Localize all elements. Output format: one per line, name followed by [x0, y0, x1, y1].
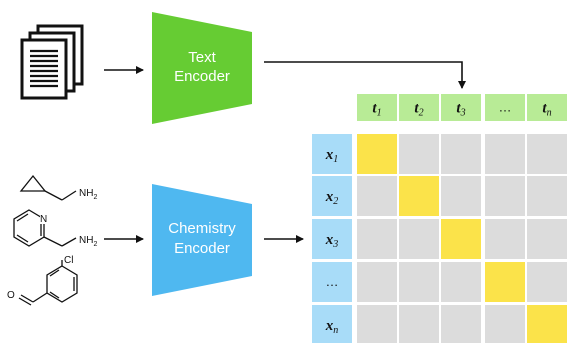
chlorine-label: Cl	[64, 255, 73, 266]
column-label-1: t1	[372, 101, 381, 119]
matrix-cell-diagonal	[527, 305, 567, 343]
matrix-cell	[485, 305, 525, 343]
matrix-cell	[357, 262, 397, 302]
matrix-cell	[441, 176, 481, 216]
matrix-cell-diagonal	[399, 176, 439, 216]
chemistry-encoder: Chemistry Encoder	[152, 184, 252, 296]
column-header-5	[527, 94, 567, 121]
matrix-cell	[527, 219, 567, 259]
matrix-cell	[441, 262, 481, 302]
matrix-cell	[485, 176, 525, 216]
oxygen-label: O	[7, 290, 15, 301]
chemistry-encoder-label-line1: Chemistry	[168, 220, 236, 237]
row-label-2: x2	[325, 189, 339, 207]
row-header-2	[312, 176, 352, 216]
matrix-cell-diagonal	[441, 219, 481, 259]
row-header-5	[312, 305, 352, 343]
matrix-cell-diagonal	[357, 134, 397, 174]
arrow-text-encoder-to-matrix	[264, 61, 466, 89]
column-label-2: t2	[414, 101, 423, 119]
matrix-cell	[527, 262, 567, 302]
matrix-cell	[527, 176, 567, 216]
column-label-3: t3	[456, 101, 465, 119]
row-label-1: x1	[325, 147, 339, 165]
column-header-2	[399, 94, 439, 121]
row-header-3	[312, 219, 352, 259]
documents-icon	[20, 24, 84, 100]
column-label-5: tn	[542, 101, 551, 119]
text-encoder: Text Encoder	[152, 12, 252, 124]
text-encoder-label-line2: Encoder	[174, 68, 230, 85]
nitrogen-label: N	[40, 214, 47, 225]
matrix-cell	[357, 219, 397, 259]
row-label-5: xn	[325, 318, 339, 336]
column-label-4: …	[499, 100, 512, 115]
matrix-cell	[357, 176, 397, 216]
nh2-label: NH2	[79, 188, 97, 201]
chemistry-encoder-label-line2: Encoder	[174, 240, 230, 257]
matrix-cell	[399, 134, 439, 174]
row-header-1	[312, 134, 352, 174]
text-encoder-label-line1: Text	[188, 49, 216, 66]
matrix-cell-diagonal	[485, 262, 525, 302]
column-header-3	[441, 94, 481, 121]
matrix-cell	[441, 305, 481, 343]
matrix-cell	[441, 134, 481, 174]
column-header-1	[357, 94, 397, 121]
matrix-cell	[399, 262, 439, 302]
row-header-4	[312, 262, 352, 302]
row-label-3: x3	[325, 232, 339, 250]
matrix-cell	[485, 134, 525, 174]
similarity-matrix: t1 t2 t3 … tn x1 x2 x3 … xn	[312, 94, 567, 343]
matrix-cell	[399, 305, 439, 343]
matrix-cell	[399, 219, 439, 259]
matrix-cell	[485, 219, 525, 259]
molecule-cyclopropylmethylamine	[19, 174, 77, 201]
matrix-cell	[357, 305, 397, 343]
molecule-chlorobenzaldehyde	[18, 260, 78, 306]
row-label-4: …	[326, 274, 339, 289]
nh2-label: NH2	[79, 235, 97, 248]
column-header-4	[485, 94, 525, 121]
matrix-cell	[527, 134, 567, 174]
